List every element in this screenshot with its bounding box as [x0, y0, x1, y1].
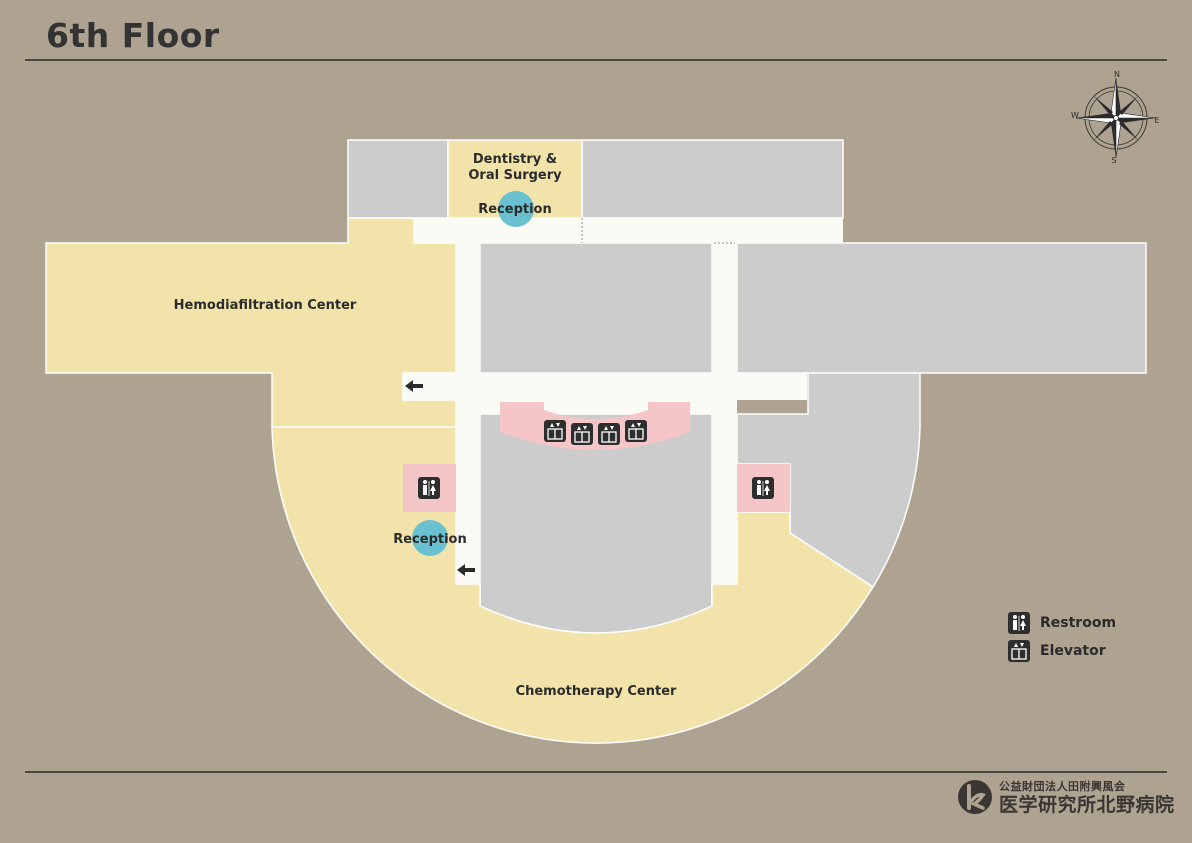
map-legend: Restroom Elevator [1008, 609, 1116, 665]
header-divider [25, 59, 1167, 61]
compass-west-label: W [1071, 111, 1079, 120]
hospital-logo-icon [958, 780, 992, 814]
elevator-icon [625, 420, 647, 442]
reception-label-top: Reception [478, 202, 552, 217]
compass-south-label: S [1111, 156, 1116, 165]
legend-item-elevator: Elevator [1008, 637, 1116, 665]
legend-item-restroom: Restroom [1008, 609, 1116, 637]
elevator-icon [571, 423, 593, 445]
reception-marker-top [498, 191, 534, 227]
footer-divider [25, 771, 1167, 773]
compass-east-label: E [1154, 116, 1159, 125]
compass-north-label: N [1114, 70, 1120, 79]
hemodiafiltration-center-area [45, 217, 457, 428]
dentistry-label-line2: Oral Surgery [468, 168, 562, 183]
elevator-icon [598, 423, 620, 445]
direction-arrow-icon [405, 380, 423, 392]
restroom-icon [752, 477, 774, 499]
legend-label-elevator: Elevator [1040, 643, 1106, 659]
direction-arrow-icon [457, 564, 475, 576]
elevator-icon [1008, 640, 1030, 662]
organization-subtitle: 公益財団法人田附興風会 [999, 780, 1126, 793]
restroom-icon [418, 477, 440, 499]
chemotherapy-label: Chemotherapy Center [516, 684, 678, 699]
organization-name: 医学研究所北野病院 [999, 794, 1175, 816]
dentistry-label: Dentistry & [473, 152, 557, 167]
restroom-icon [1008, 612, 1030, 634]
hemodiafiltration-label: Hemodiafiltration Center [174, 298, 357, 313]
reception-marker-left [412, 520, 448, 556]
legend-label-restroom: Restroom [1040, 615, 1117, 631]
elevator-icon [544, 420, 566, 442]
compass-rose-icon [1075, 77, 1157, 159]
organization-logo: 公益財団法人田附興風会 医学研究所北野病院 [957, 778, 1175, 816]
reception-label-left: Reception [393, 532, 467, 547]
page-title: 6th Floor [46, 16, 220, 55]
